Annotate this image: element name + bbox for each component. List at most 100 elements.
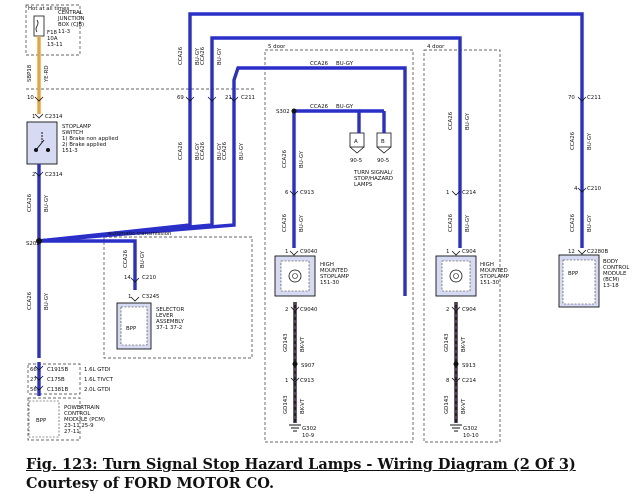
wire-cca26-s302: CCA26 xyxy=(310,104,329,110)
four-door-label: 4 door xyxy=(427,44,445,50)
wire-bu-gy-5d-b: BU-GY xyxy=(299,214,305,232)
pcm-label-1: POWERTRAIN xyxy=(64,405,100,411)
wire-cca26-5d-a: CCA26 xyxy=(282,149,288,168)
gtdi-16: 1.6L GTDI xyxy=(84,367,111,373)
wire-cca26-mid3: CCA26 xyxy=(222,141,228,160)
c1915b: C1915B xyxy=(47,367,68,373)
pin-1-4d-b: 1 xyxy=(446,249,449,255)
hmsl-5door-icon xyxy=(274,255,316,297)
c913-bottom: C913 xyxy=(300,378,314,384)
cjb-dashed-box xyxy=(25,4,81,56)
pin-8: 8 xyxy=(446,378,450,384)
c9040-top: C9040 xyxy=(300,249,318,255)
turn-label-1: TURN SIGNAL/ xyxy=(353,170,393,176)
s913-label: S913 xyxy=(462,363,476,369)
splice-dots xyxy=(36,108,459,367)
bpp-sel: BPP xyxy=(126,326,137,332)
pin-2-5d: 2 xyxy=(285,307,288,313)
five-door-label: 5 door xyxy=(268,44,286,50)
c1381b: C1381B xyxy=(47,387,68,393)
wire-bu-gy-top2: BU-GY xyxy=(217,47,223,65)
figure-title: Fig. 123: Turn Signal Stop Hazard Lamps … xyxy=(26,456,576,473)
fuse-id: F18 xyxy=(47,30,58,36)
bcm-label-3: MODULE xyxy=(603,271,627,277)
pin-10: 10 xyxy=(27,95,34,101)
conn-b: B xyxy=(381,139,385,145)
c913-top: C913 xyxy=(300,190,314,196)
pin-69: 69 xyxy=(177,95,184,101)
selector-label-1: SELECTOR xyxy=(156,307,185,313)
fuse-ref: 13-11 xyxy=(47,42,63,48)
pin-1-sel: 1 xyxy=(128,294,131,300)
c175b: C175B xyxy=(47,377,65,383)
pcm-connector-dashed-box xyxy=(27,363,81,395)
wire-bu-gy-4d-b: BU-GY xyxy=(465,214,471,232)
bcm-label-2: CONTROL xyxy=(603,265,629,271)
hmsl5-label-4: 151-30 xyxy=(320,280,340,286)
s907-label: S907 xyxy=(301,363,315,369)
wire-bu-gy-5door-top: BU-GY xyxy=(336,61,354,67)
wire-cca26-5door-top: CCA26 xyxy=(310,61,329,67)
wire-cca26-a: CCA26 xyxy=(27,193,33,212)
switch-label-1: STOPLAMP xyxy=(62,124,92,130)
ref-90-5b: 90-5 xyxy=(377,158,389,164)
c211-left: C211 xyxy=(241,95,255,101)
wire-bu-gy-4d-a: BU-GY xyxy=(465,112,471,130)
c214-bottom: C214 xyxy=(462,378,477,384)
pin-1-switch: 1 xyxy=(32,114,35,120)
g302-4d: G302 xyxy=(463,426,477,432)
pin-70: 70 xyxy=(568,95,575,101)
wire-cca26-bcm-b: CCA26 xyxy=(570,213,576,232)
hmsl4-label-3: STOPLAMP xyxy=(480,274,510,280)
stoplamp-switch-icon xyxy=(26,121,58,165)
pin-4: 4 xyxy=(574,186,578,192)
bpp-pcm: BPP xyxy=(36,418,47,424)
auto-trans-dashed-box xyxy=(103,236,253,359)
c2314-top: C2314 xyxy=(45,114,63,120)
selector-label-4: 37-1 37-2 xyxy=(156,325,182,331)
c904-bottom: C904 xyxy=(462,307,477,313)
c904-top: C904 xyxy=(462,249,477,255)
pcm-dashed-box xyxy=(27,397,81,441)
pin-66: 66 xyxy=(30,367,37,373)
switch-label-5: 151-3 xyxy=(62,148,78,154)
c2314-bottom: C2314 xyxy=(45,172,63,178)
wire-ye-rd-label: YE-RD xyxy=(44,65,50,83)
wire-cca26-mid2: CCA26 xyxy=(200,141,206,160)
wire-bu-gy-sel: BU-GY xyxy=(140,250,146,268)
wire-bu-gy-mid3: BU-GY xyxy=(239,142,245,160)
pin-1-5d: 1 xyxy=(285,249,288,255)
hot-at-all-times-label: Hot at all times xyxy=(28,6,70,12)
turn-label-3: LAMPS xyxy=(354,182,373,188)
wire-cca26-5d-b: CCA26 xyxy=(282,213,288,232)
wire-cca26-top1: CCA26 xyxy=(178,46,184,65)
wire-bk-vt-5d-b: BK-VT xyxy=(300,398,306,414)
hmsl4-label-2: MOUNTED xyxy=(480,268,508,274)
wire-cca26-sel: CCA26 xyxy=(123,249,129,268)
pin-12: 12 xyxy=(568,249,575,255)
wire-gd143-4d-b: GD143 xyxy=(444,395,450,414)
four-door-dashed-box xyxy=(423,49,501,443)
s302-label: S302 xyxy=(276,109,290,115)
wire-cca26-mid1: CCA26 xyxy=(178,141,184,160)
hmsl-4door-icon xyxy=(435,255,477,297)
bpp-bcm: BPP xyxy=(568,271,579,277)
pcm-label-4: 23-11 25-9 xyxy=(64,423,94,429)
c210-bcm: C210 xyxy=(587,186,602,192)
wire-cca26-4d-a: CCA26 xyxy=(448,111,454,130)
pin-1-4d: 1 xyxy=(446,190,449,196)
wire-bu-gy-5d-a: BU-GY xyxy=(299,150,305,168)
wire-bk-vt-4d-b: BK-VT xyxy=(461,398,467,414)
bcm-label-1: BODY xyxy=(603,259,619,265)
wire-cca26-4d-b: CCA26 xyxy=(448,213,454,232)
wire-cca26-b: CCA26 xyxy=(27,291,33,310)
gtdi-20: 2.0L GTDI xyxy=(84,387,111,393)
bcm-label-4: (BCM) xyxy=(603,277,619,283)
hmsl5-label-1: HIGH xyxy=(320,262,334,268)
wire-bu-gy-s302: BU-GY xyxy=(336,104,354,110)
c210-sel: C210 xyxy=(142,275,157,281)
wire-cca26-top2: CCA26 xyxy=(200,46,206,65)
wire-bu-gy-mid2: BU-GY xyxy=(217,142,223,160)
pcm-label-5: 27-11 xyxy=(64,429,80,435)
